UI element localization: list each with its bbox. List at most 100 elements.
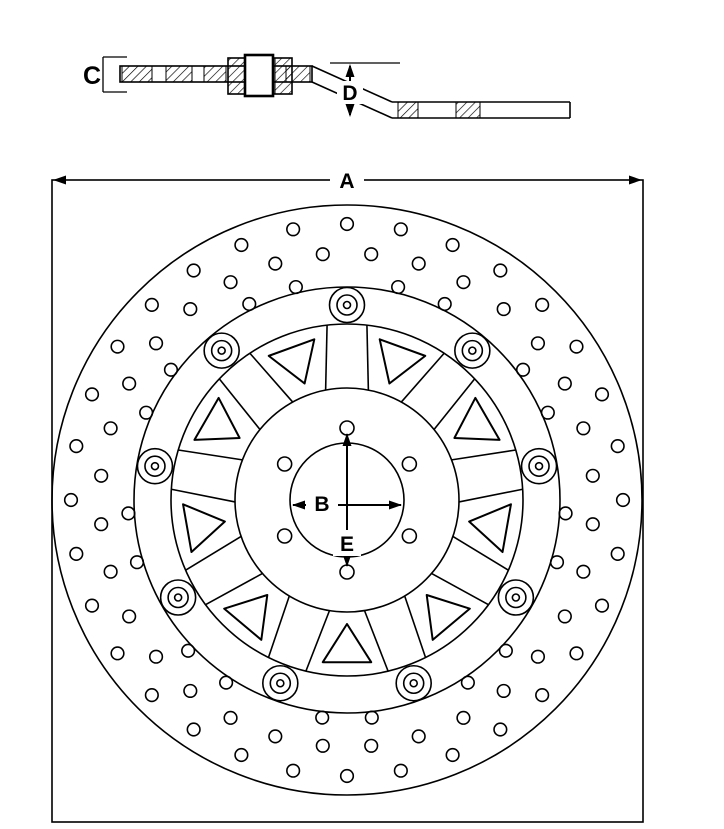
drill-hole bbox=[129, 555, 145, 570]
carrier-arm-edge bbox=[403, 595, 427, 658]
drill-hole bbox=[364, 247, 379, 262]
carrier-arms bbox=[171, 325, 523, 672]
carrier-arm-edge bbox=[185, 535, 242, 571]
drill-hole bbox=[411, 729, 426, 744]
drill-hole bbox=[63, 492, 79, 508]
drill-hole bbox=[585, 468, 600, 483]
drill-hole bbox=[576, 421, 591, 436]
section-hatch bbox=[121, 65, 153, 83]
triangular-cutout bbox=[267, 338, 316, 385]
drill-hole bbox=[84, 598, 100, 613]
carrier-arm-edge bbox=[452, 535, 509, 571]
drill-hole bbox=[364, 710, 379, 725]
drill-hole bbox=[69, 546, 84, 561]
drill-hole bbox=[268, 729, 283, 744]
arrowhead bbox=[345, 64, 355, 77]
front-view: B E A bbox=[51, 169, 644, 823]
drill-hole bbox=[183, 683, 198, 699]
drill-hole bbox=[445, 237, 460, 253]
drill-hole bbox=[181, 643, 196, 658]
drill-hole bbox=[557, 609, 572, 624]
arrowhead bbox=[53, 175, 66, 185]
drill-hole bbox=[585, 517, 600, 532]
drill-hole bbox=[437, 296, 452, 312]
carrier-arm-edge bbox=[400, 352, 445, 403]
section-hatch bbox=[227, 57, 246, 95]
drill-hole bbox=[148, 649, 164, 664]
carrier-outer-edge bbox=[170, 323, 524, 677]
drill-hole bbox=[615, 492, 631, 508]
drill-hole bbox=[411, 256, 426, 271]
bolt-hole bbox=[339, 420, 355, 436]
drill-hole bbox=[558, 506, 573, 521]
drill-hole bbox=[223, 275, 238, 290]
section-hatch bbox=[274, 57, 293, 95]
drill-hole bbox=[315, 247, 330, 262]
section-bushing bbox=[243, 53, 275, 98]
dimension-label-b: B bbox=[314, 493, 329, 516]
drill-hole bbox=[445, 747, 460, 763]
drill-hole bbox=[144, 688, 159, 703]
drill-hole bbox=[535, 688, 550, 703]
drill-hole bbox=[456, 710, 471, 725]
section-hatch bbox=[203, 65, 227, 83]
floating-button bbox=[173, 593, 183, 602]
carrier-arm-edge bbox=[218, 378, 261, 431]
drill-hole bbox=[69, 439, 84, 454]
carrier-arm-edge bbox=[249, 352, 294, 403]
drill-hole bbox=[460, 675, 475, 690]
d-label-chip bbox=[337, 81, 363, 104]
drill-hole bbox=[288, 279, 303, 295]
drill-hole bbox=[122, 609, 137, 624]
drill-hole bbox=[103, 564, 118, 579]
drill-hole bbox=[219, 675, 234, 690]
drill-hole bbox=[493, 263, 508, 278]
drill-hole bbox=[268, 256, 283, 271]
drill-hole bbox=[364, 738, 379, 753]
dimension-arrowheads bbox=[53, 175, 642, 567]
arrowhead bbox=[389, 500, 402, 510]
drill-hole bbox=[393, 222, 408, 237]
drill-hole bbox=[576, 564, 591, 579]
triangular-cutout bbox=[223, 593, 269, 641]
floating-button bbox=[150, 461, 160, 471]
drill-hole bbox=[148, 336, 164, 351]
d-arrowheads bbox=[345, 64, 355, 117]
floating-button bbox=[409, 678, 418, 688]
dimension-label-c: C bbox=[83, 62, 101, 90]
bolt-hole bbox=[401, 456, 418, 472]
drill-hole bbox=[110, 339, 125, 354]
drill-hole bbox=[530, 336, 546, 351]
floating-button bbox=[217, 346, 226, 355]
drill-hole bbox=[456, 275, 471, 290]
e-label-chip bbox=[333, 530, 361, 556]
arrowhead bbox=[342, 433, 352, 446]
carrier-arm-edge bbox=[324, 325, 328, 391]
drill-hole bbox=[610, 546, 625, 561]
drill-hole bbox=[183, 301, 198, 317]
drill-hole bbox=[315, 710, 330, 725]
b-label-chip bbox=[306, 489, 338, 516]
section-hatch bbox=[397, 101, 419, 119]
section-hatch bbox=[455, 101, 481, 119]
a-label-chip bbox=[330, 169, 364, 190]
drill-hole bbox=[84, 387, 100, 402]
carrier-arm-edge bbox=[178, 449, 243, 461]
floating-button bbox=[534, 461, 544, 471]
section-hatch bbox=[165, 65, 193, 83]
carrier-arm-edge bbox=[451, 449, 516, 461]
triangular-cutout bbox=[378, 338, 427, 385]
drill-hole bbox=[493, 722, 508, 737]
drill-hole bbox=[122, 376, 137, 391]
drill-hole bbox=[339, 768, 355, 784]
drill-hole bbox=[144, 297, 159, 312]
triangular-cutout bbox=[425, 593, 471, 641]
drill-hole bbox=[393, 763, 408, 778]
drill-hole bbox=[94, 517, 109, 532]
drill-hole bbox=[540, 405, 555, 420]
drill-hole bbox=[569, 339, 584, 354]
drill-hole bbox=[242, 296, 257, 312]
drill-hole bbox=[496, 301, 511, 317]
drill-hole bbox=[496, 683, 511, 699]
drill-hole bbox=[315, 738, 330, 753]
